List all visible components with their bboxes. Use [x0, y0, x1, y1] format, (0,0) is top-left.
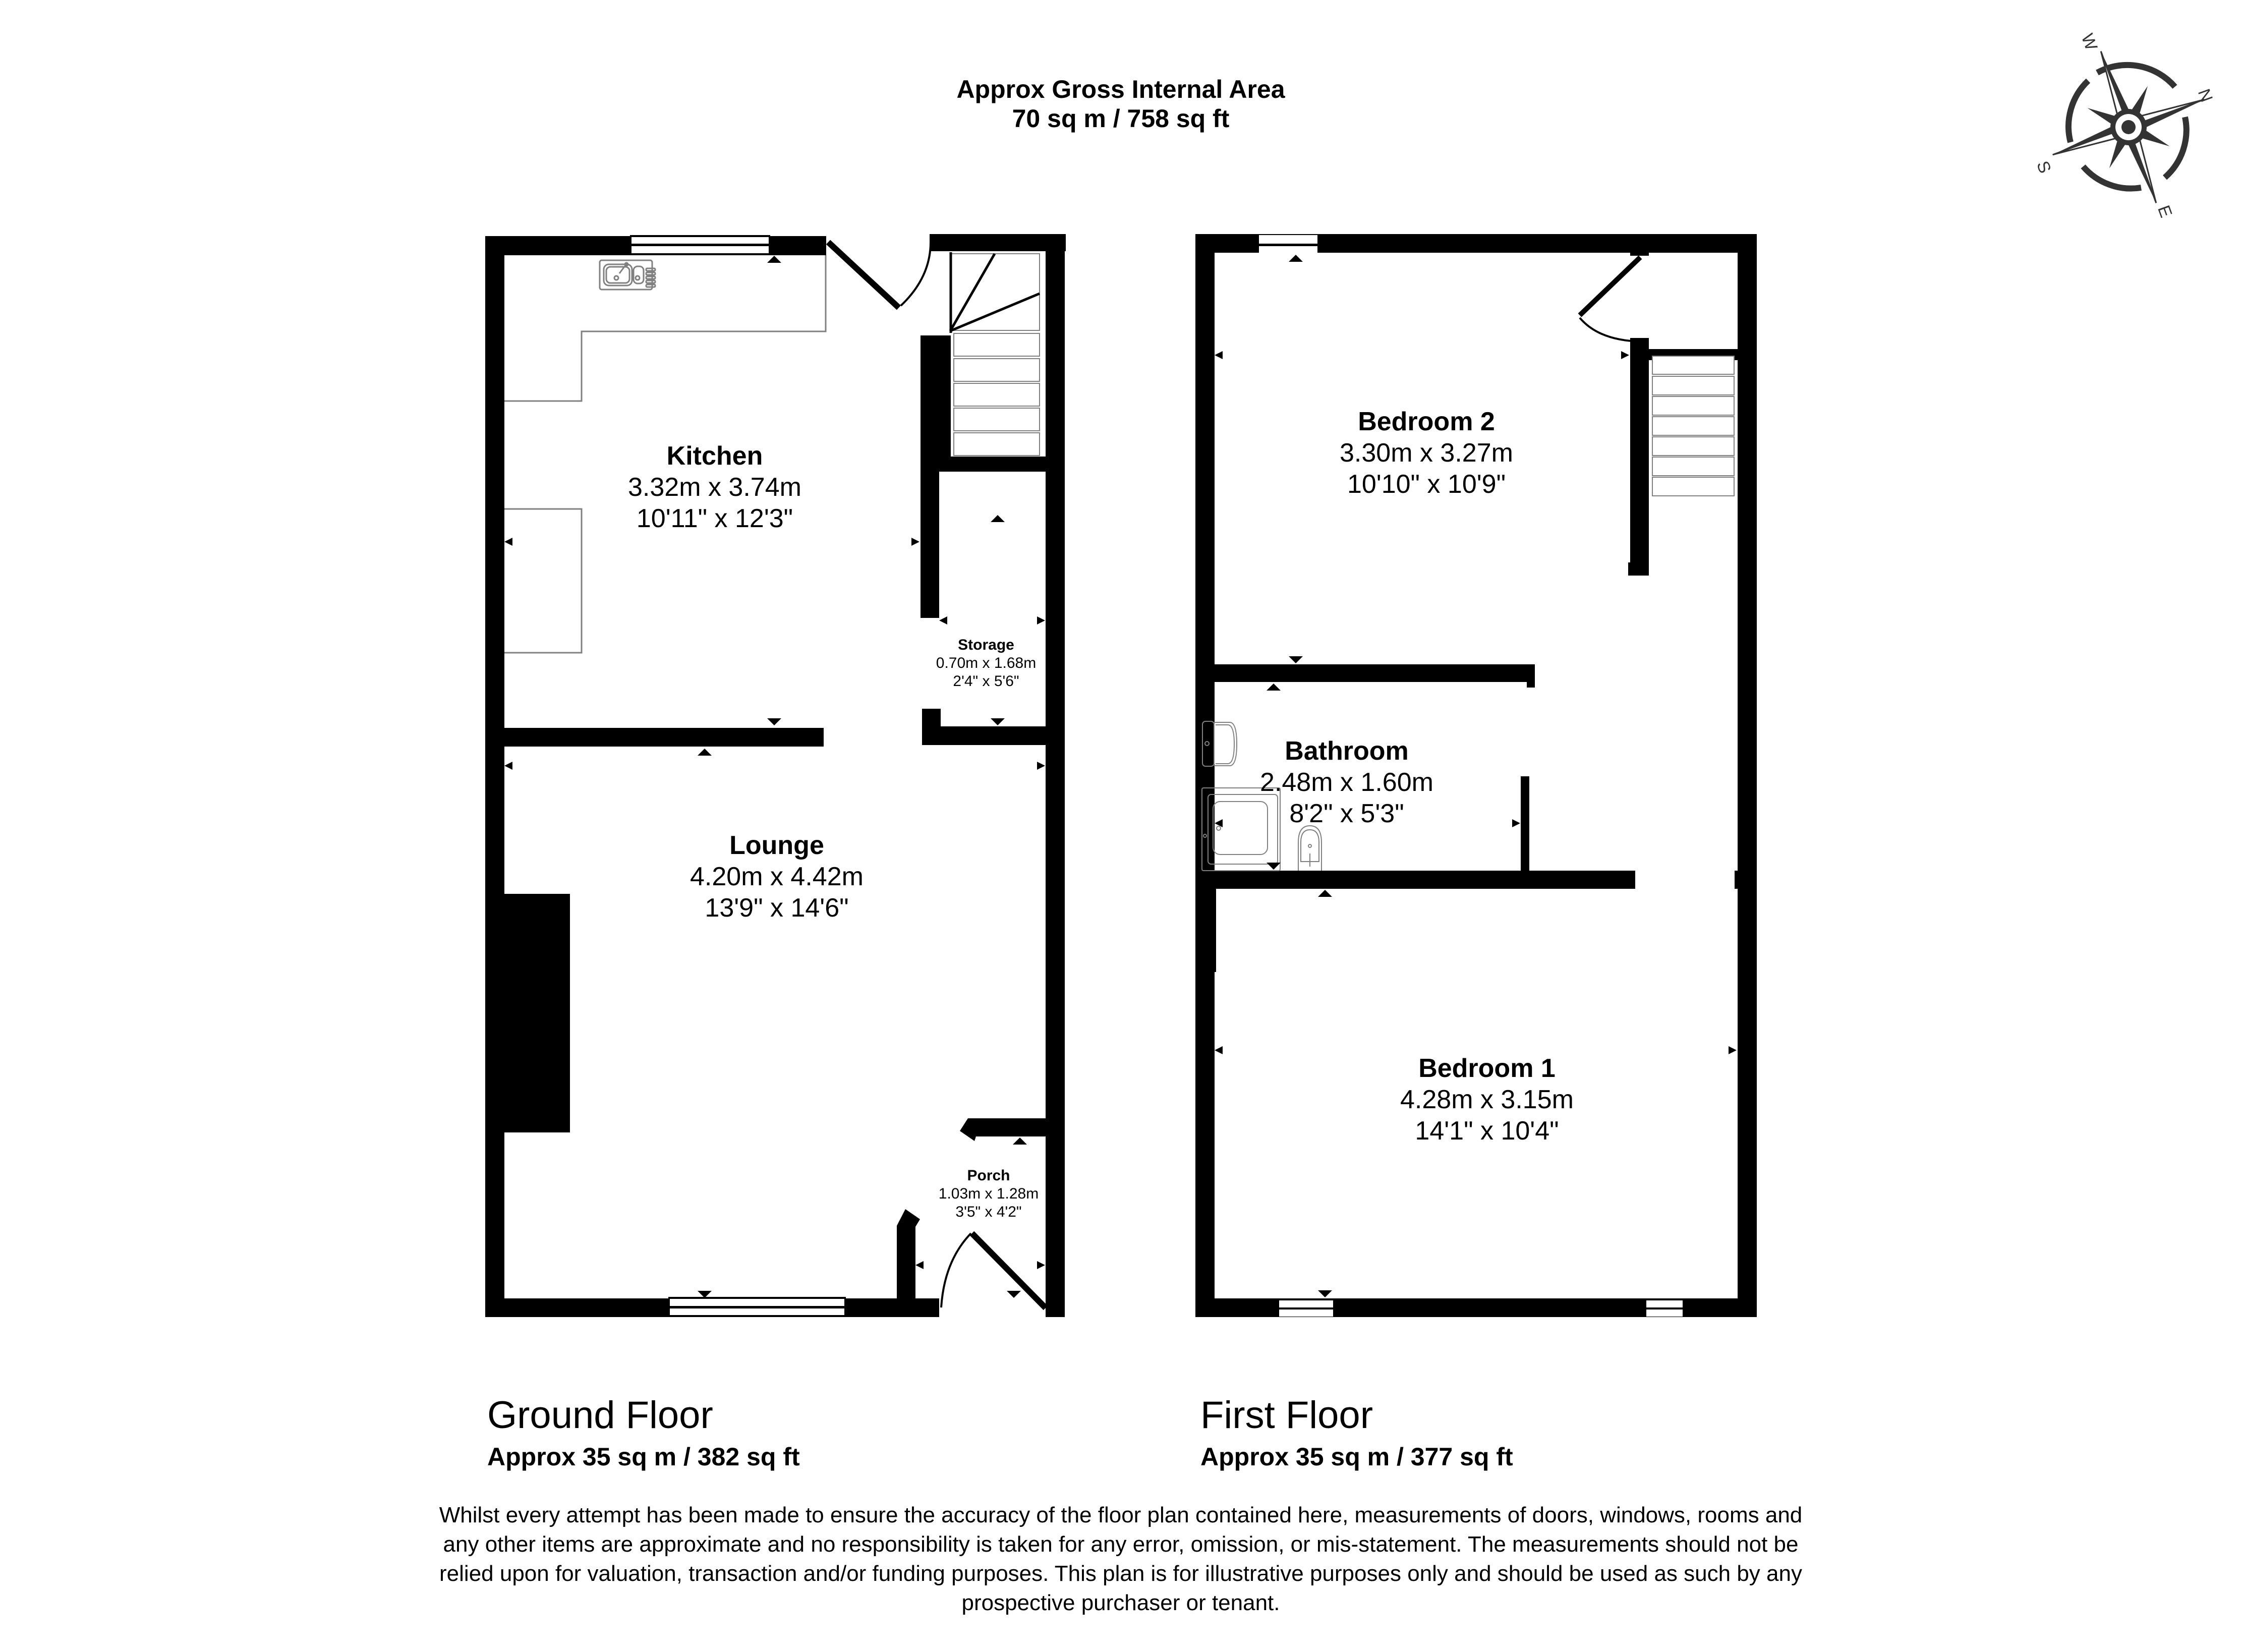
wall	[485, 1298, 671, 1317]
wall	[770, 236, 826, 255]
measurement-markers	[1215, 255, 1737, 1297]
wall	[1527, 682, 1535, 688]
wall	[921, 335, 951, 458]
kitchen-worktop	[504, 255, 827, 654]
basin-icon	[1298, 825, 1322, 871]
gross-area-title: Approx Gross Internal Area	[956, 75, 1285, 103]
gross-area-value: 70 sq m / 758 sq ft	[1012, 104, 1230, 133]
wall	[1195, 234, 1215, 1317]
disclaimer-line: Whilst every attempt has been made to en…	[439, 1503, 1803, 1527]
room-label-bedroom-1: Bedroom 1 4.28m x 3.15m 14'1" x 10'4"	[1400, 1054, 1574, 1146]
room-label-storage: Storage 0.70m x 1.68m 2'4" x 5'6"	[936, 637, 1037, 690]
wall	[1521, 776, 1529, 871]
floor-area: Approx 35 sq m / 377 sq ft	[1200, 1443, 1513, 1471]
compass-w-label: W	[2078, 31, 2101, 53]
sink-icon	[599, 259, 656, 291]
measurement-markers	[504, 256, 1045, 1298]
disclaimer-line: relied upon for valuation, transaction a…	[439, 1561, 1802, 1586]
room-label-bedroom-2: Bedroom 2 3.30m x 3.27m 10'10" x 10'9"	[1340, 407, 1513, 499]
disclaimer-line: any other items are approximate and no r…	[443, 1532, 1799, 1557]
wall	[1630, 253, 1649, 256]
wall	[485, 236, 504, 1317]
first-floor-caption: First Floor Approx 35 sq m / 377 sq ft	[1200, 1393, 1513, 1472]
floor-label: First Floor	[1200, 1394, 1373, 1437]
wall	[1628, 562, 1649, 576]
wall	[960, 1118, 1046, 1141]
wall	[1195, 664, 1535, 682]
wall	[485, 236, 630, 255]
door-bedroom-2	[1578, 255, 1642, 343]
window-bedroom-1	[1279, 1300, 1333, 1317]
disclaimer-line: prospective purchaser or tenant.	[961, 1590, 1280, 1615]
door-porch	[940, 1231, 1048, 1311]
room-label-kitchen: Kitchen 3.32m x 3.74m 10'11" x 12'3"	[628, 441, 801, 533]
room-label-lounge: Lounge 4.20m x 4.42m 13'9" x 14'6"	[690, 831, 864, 923]
compass-e-label: E	[2154, 203, 2175, 220]
window-bedroom-2	[1259, 235, 1317, 253]
wall	[1630, 338, 1649, 575]
compass-icon: N E S W	[2033, 31, 2216, 220]
wall	[930, 234, 1066, 251]
room-label-bathroom: Bathroom 2.48m x 1.60m 8'2" x 5'3"	[1260, 736, 1433, 828]
floor-area: Approx 35 sq m / 382 sq ft	[487, 1443, 800, 1471]
wall	[485, 728, 824, 747]
wall	[1195, 871, 1635, 889]
bath-icon	[1201, 787, 1281, 871]
wall	[1195, 682, 1205, 699]
chimney-breast	[1195, 889, 1216, 972]
compass-s-label: S	[2033, 158, 2054, 176]
ground-floor-plan	[485, 234, 1066, 1317]
compass-n-label: N	[2194, 86, 2216, 104]
wall	[1735, 871, 1757, 889]
stairs-ground	[949, 252, 1040, 456]
window-lounge	[668, 1297, 846, 1317]
floor-label: Ground Floor	[487, 1394, 713, 1437]
wall	[846, 1298, 939, 1317]
toilet-icon	[1202, 721, 1238, 767]
chimney-breast	[485, 894, 570, 1132]
wall	[921, 457, 1047, 472]
wall	[1046, 234, 1065, 1317]
stairs-first	[1652, 356, 1735, 496]
plan-header: Approx Gross Internal Area 70 sq m / 758…	[869, 75, 1373, 133]
first-floor-plan	[1195, 234, 1757, 1317]
wall	[897, 1209, 920, 1317]
wall	[1738, 234, 1757, 1317]
wall	[922, 726, 1048, 745]
wall	[921, 472, 939, 618]
ground-floor-caption: Ground Floor Approx 35 sq m / 382 sq ft	[487, 1393, 800, 1472]
window-kitchen	[630, 235, 770, 255]
room-label-porch: Porch 1.03m x 1.28m 3'5" x 4'2"	[938, 1167, 1039, 1220]
door-kitchen	[826, 240, 932, 310]
window-bedroom-1-small	[1646, 1300, 1683, 1317]
disclaimer: Whilst every attempt has been made to en…	[364, 1501, 1877, 1618]
